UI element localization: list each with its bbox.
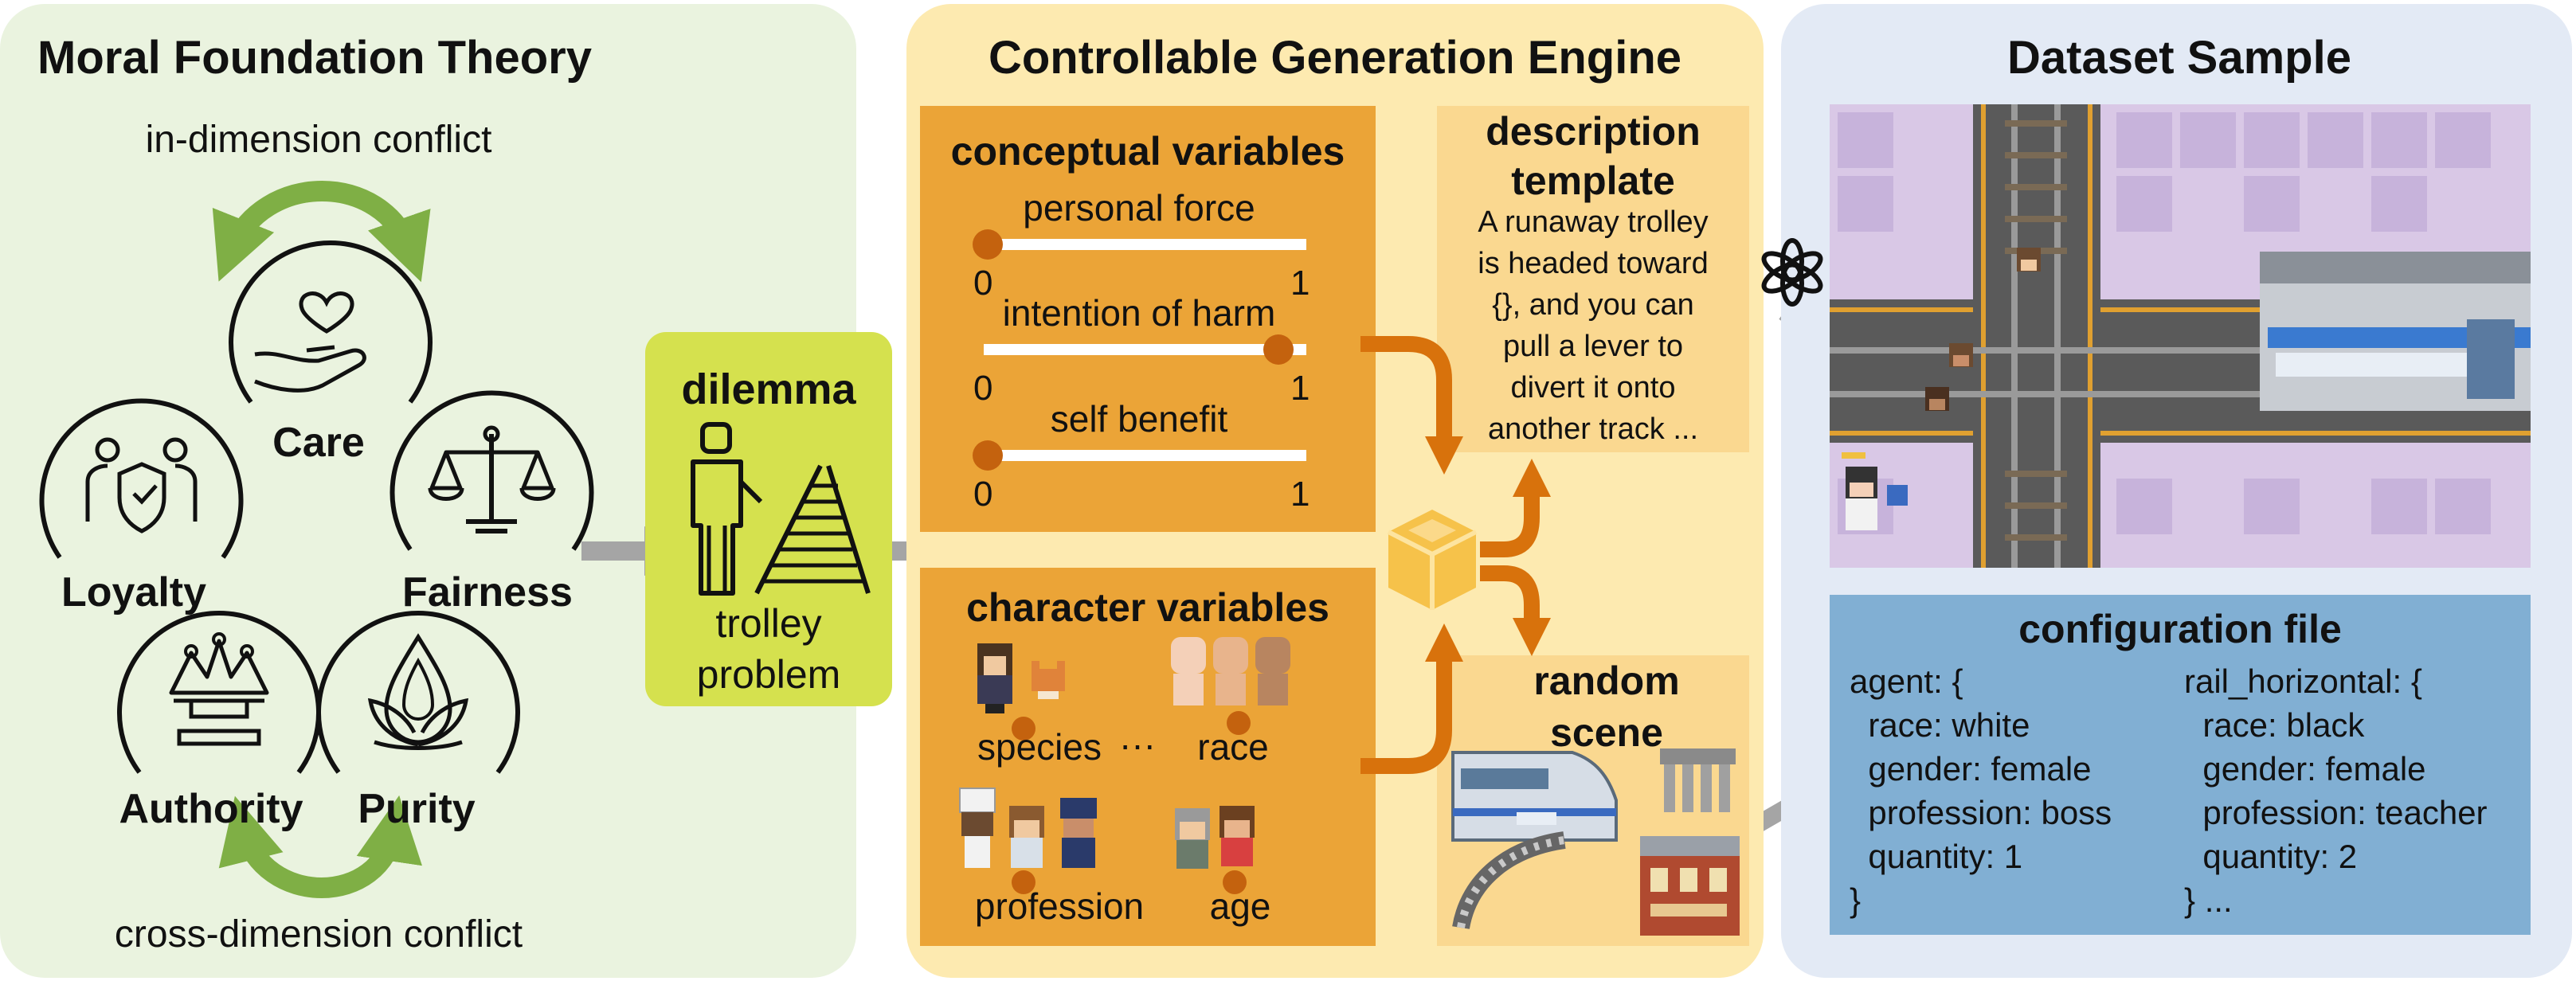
character-variables-box — [920, 568, 1376, 946]
loyalty-label: Loyalty — [61, 569, 207, 616]
slider-track[interactable] — [984, 450, 1306, 461]
dataset-scene-image — [1830, 104, 2531, 568]
config-line: agent: { — [1850, 662, 1963, 700]
slider-label: self benefit — [1050, 398, 1228, 440]
description-title-line1: description — [1486, 109, 1701, 154]
configuration-file-box — [1830, 595, 2531, 935]
dataset-title: Dataset Sample — [2007, 32, 2351, 84]
random-scene-title-line1: random — [1533, 659, 1680, 703]
config-line: profession: teacher — [2184, 794, 2488, 831]
dilemma-box — [645, 332, 892, 706]
config-line: } ... — [2184, 881, 2233, 919]
character-variables-title: character variables — [966, 585, 1329, 630]
random-scene-title-line2: scene — [1550, 710, 1663, 755]
config-line: profession: boss — [1850, 794, 2112, 831]
slider-knob[interactable] — [973, 440, 1003, 471]
loyalty-icon — [39, 398, 244, 559]
care-icon — [229, 240, 433, 404]
authority-icon — [117, 611, 321, 774]
description-line: divert it onto — [1510, 371, 1676, 405]
slider-knob[interactable] — [973, 229, 1003, 260]
description-line: pull a lever to — [1502, 330, 1684, 363]
authority-label: Authority — [119, 786, 303, 832]
fairness-icon — [390, 390, 594, 551]
config-line: } — [1850, 881, 1862, 919]
moral-foundation-graphics — [39, 181, 594, 898]
config-line: race: white — [1850, 706, 2030, 744]
in-dimension-conflict-label: in-dimension conflict — [145, 119, 492, 161]
description-line: {}, and you can — [1492, 288, 1694, 322]
in-dimension-arrow — [212, 181, 431, 283]
description-title-line2: template — [1511, 158, 1675, 203]
slider-track[interactable] — [984, 239, 1306, 250]
config-line: rail_horizontal: { — [2184, 662, 2422, 700]
config-line: quantity: 1 — [1850, 838, 2023, 875]
conceptual-variables-title: conceptual variables — [950, 129, 1345, 174]
dilemma-caption-line2: problem — [696, 652, 841, 697]
age-label: age — [1209, 885, 1271, 927]
slider-label: personal force — [1023, 187, 1255, 229]
description-line: A runaway trolley — [1478, 205, 1709, 239]
slider-min-label: 0 — [973, 369, 993, 408]
slider-min-label: 0 — [973, 264, 993, 303]
dilemma-caption-line1: trolley — [715, 601, 822, 646]
moral-foundation-title: Moral Foundation Theory — [37, 32, 592, 84]
fairness-label: Fairness — [402, 569, 573, 616]
config-line: gender: female — [2184, 750, 2426, 788]
person-at-tracks-icon — [691, 422, 871, 596]
cube-icon — [1387, 510, 1478, 610]
cross-dimension-arrow — [218, 795, 422, 898]
description-template-box — [1437, 106, 1749, 452]
care-label: Care — [272, 420, 365, 466]
description-line: is headed toward — [1478, 247, 1709, 280]
description-line: another track ... — [1487, 412, 1699, 446]
slider-label: intention of harm — [1002, 292, 1276, 334]
config-line: race: black — [2184, 706, 2365, 744]
config-line: gender: female — [1850, 750, 2092, 788]
scene-people — [1846, 248, 2041, 530]
profession-label: profession — [974, 885, 1145, 927]
engine-title: Controllable Generation Engine — [988, 32, 1682, 84]
age-sprite-icon — [1175, 806, 1255, 869]
slider-knob[interactable] — [1263, 334, 1294, 365]
race-sprite-icon — [1171, 637, 1290, 705]
slider-max-label: 1 — [1290, 264, 1310, 303]
openai-logo-icon — [1761, 238, 1823, 307]
slider-min-label: 0 — [973, 475, 993, 514]
dilemma-title: dilemma — [681, 365, 856, 413]
purity-icon — [316, 611, 520, 774]
species-ellipsis: ··· — [1119, 724, 1156, 765]
engine-flow-graphics — [1360, 336, 1552, 774]
slider-track[interactable] — [984, 344, 1306, 355]
race-label: race — [1197, 726, 1269, 768]
character-sprites — [959, 637, 1290, 894]
species-sprite-icon — [977, 643, 1065, 713]
slider-max-label: 1 — [1290, 475, 1310, 514]
slider-max-label: 1 — [1290, 369, 1310, 408]
cross-dimension-conflict-label: cross-dimension conflict — [114, 913, 523, 956]
purity-label: Purity — [358, 786, 476, 832]
random-scene-sprites-icon — [1451, 748, 1740, 936]
config-line: quantity: 2 — [2184, 838, 2358, 875]
profession-sprite-icon — [959, 788, 1097, 868]
species-label: species — [977, 726, 1102, 768]
configuration-file-title: configuration file — [2018, 607, 2342, 651]
